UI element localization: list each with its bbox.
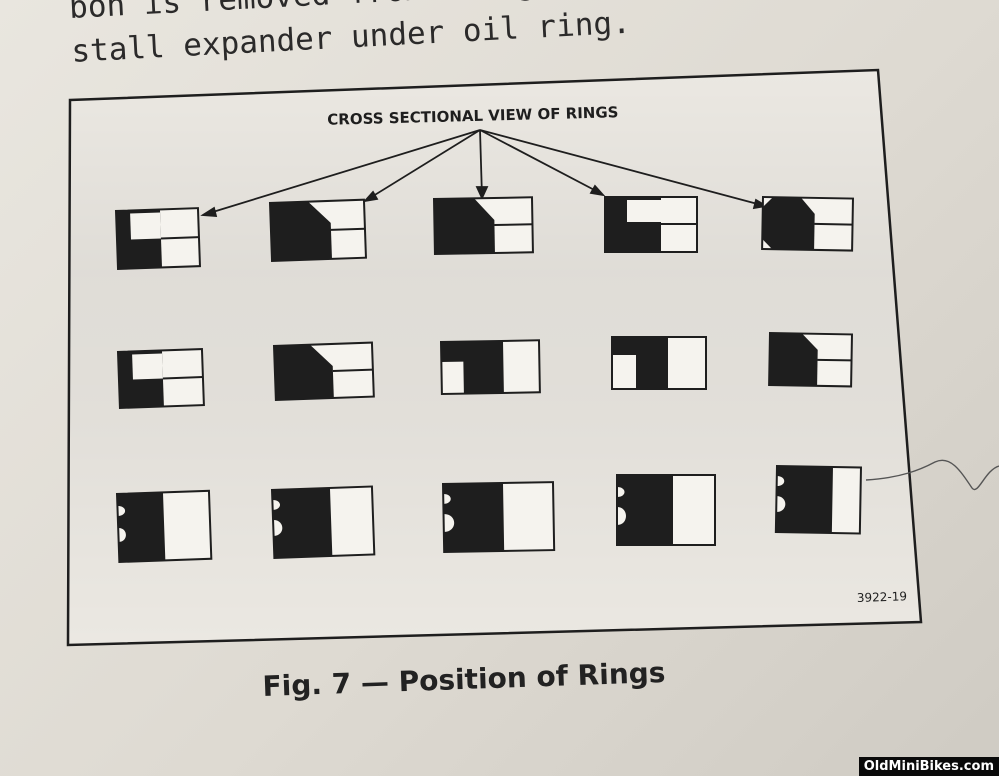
ring-3-5 xyxy=(774,464,863,535)
ring-2-2 xyxy=(272,341,375,402)
ring-2-3 xyxy=(439,339,541,396)
figure-code: 3922-19 xyxy=(857,589,908,605)
ring-1-1 xyxy=(114,207,202,270)
ring-1-4 xyxy=(604,196,698,253)
ring-3-2 xyxy=(270,485,376,559)
ring-2-5 xyxy=(768,331,854,388)
arrow-ring-1 xyxy=(202,129,481,216)
ring-row-2 xyxy=(116,331,854,410)
arrow-ring-3 xyxy=(479,129,483,198)
ring-row-3 xyxy=(115,464,863,563)
arrow-group xyxy=(200,129,769,217)
arrow-ring-2 xyxy=(364,129,481,202)
ring-3-3 xyxy=(441,481,556,554)
site-watermark: OldMiniBikes.com xyxy=(858,757,999,776)
pen-mark xyxy=(865,459,999,491)
arrowhead-icon xyxy=(200,206,218,217)
arrow-ring-4 xyxy=(479,129,603,195)
arrowhead-icon xyxy=(362,190,379,203)
arrow-ring-5 xyxy=(479,129,766,207)
ring-3-1 xyxy=(115,489,213,563)
ring-2-4 xyxy=(611,336,707,390)
ring-3-4 xyxy=(616,474,716,546)
arrowhead-icon xyxy=(589,184,606,197)
ring-1-3 xyxy=(432,196,534,256)
ring-2-1 xyxy=(116,348,205,410)
ring-row-1 xyxy=(114,195,855,270)
ring-1-5 xyxy=(761,195,855,252)
ring-1-2 xyxy=(268,198,368,262)
arrowhead-icon xyxy=(475,186,489,201)
